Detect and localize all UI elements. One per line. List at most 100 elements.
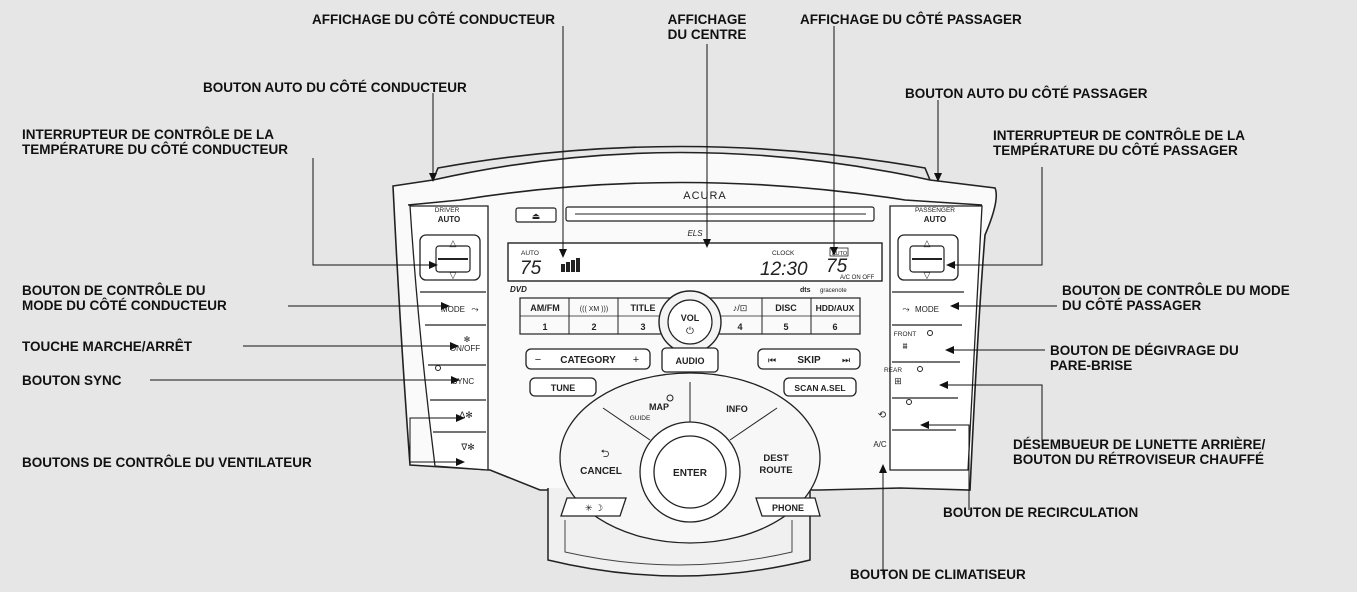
route-label: ROUTE (759, 465, 792, 476)
callout-sync: BOUTON SYNC (22, 373, 122, 388)
callout-arrows (429, 173, 959, 473)
preset-6-button[interactable]: HDD/AUX 6 (816, 303, 855, 332)
svg-text:3: 3 (640, 322, 645, 332)
display-panel: AUTO 75 CLOCK 12:30 AUTO 75 A/C ON OFF (507, 242, 883, 282)
callout-on-off: TOUCHE MARCHE/ARRÊT (22, 339, 193, 354)
svg-text:DISC: DISC (775, 303, 797, 313)
phone-label: PHONE (772, 503, 804, 513)
fan-up-button[interactable]: Δ✻ (459, 410, 473, 420)
passenger-mode-button[interactable]: MODE (915, 305, 939, 314)
eject-button[interactable] (515, 207, 557, 223)
callout-driver-display: AFFICHAGE DU CÔTÉ CONDUCTEUR (312, 12, 555, 27)
scan-label: SCAN A.SEL (794, 383, 845, 393)
phone-button[interactable]: PHONE (755, 497, 821, 517)
callout-driver-mode: BOUTON DE CONTRÔLE DU MODE DU CÔTÉ CONDU… (22, 283, 227, 313)
enter-button[interactable]: ENTER (673, 468, 708, 479)
callout-passenger-mode: BOUTON DE CONTRÔLE DU MODE DU CÔTÉ PASSA… (1062, 283, 1290, 313)
tune-button[interactable] (529, 377, 597, 397)
brightness-button[interactable]: ✳ ☽ (560, 497, 627, 517)
tune-label: TUNE (551, 383, 576, 393)
fan-down-button[interactable]: ∇✻ (460, 442, 475, 452)
brand-logo: ACURA (683, 190, 727, 202)
svg-text:TITLE: TITLE (631, 303, 656, 313)
display-auto-box: AUTO (832, 251, 848, 257)
callout-center-display: AFFICHAGE DU CENTRE (667, 12, 747, 42)
preset-5-button[interactable]: DISC 5 (775, 303, 797, 332)
skip-label: SKIP (797, 355, 821, 366)
display-clock-label: CLOCK (772, 250, 795, 257)
on-off-button[interactable]: ON/OFF (450, 344, 480, 353)
brightness-icon: ✳ ☽ (585, 503, 603, 513)
skip-button[interactable] (757, 348, 861, 370)
dvd-logo: DVD (510, 285, 527, 294)
preset-3-button[interactable]: TITLE 3 (631, 303, 656, 332)
ac-button[interactable]: A/C (873, 440, 887, 449)
driver-auto-button[interactable]: AUTO (438, 215, 461, 224)
svg-text:▽: ▽ (924, 270, 931, 280)
category-plus-icon: + (633, 354, 639, 366)
category-minus-icon: − (535, 354, 541, 366)
guide-button[interactable]: GUIDE (630, 415, 651, 422)
rear-defrost-icon: ⊞ (894, 376, 902, 386)
volume-knob[interactable]: VOL ⏻ (658, 290, 722, 354)
callout-recirc: BOUTON DE RECIRCULATION (943, 505, 1139, 520)
passenger-auto-button[interactable]: AUTO (924, 215, 947, 224)
sync-button[interactable]: SYNC (452, 377, 474, 386)
passenger-label: PASSENGER (915, 207, 955, 214)
callout-ac: BOUTON DE CLIMATISEUR (850, 567, 1026, 582)
dest-button[interactable]: DEST (763, 453, 789, 464)
passenger-mode-icon: ⤳ (902, 304, 909, 314)
callout-lines (150, 26, 1057, 575)
driver-mode-button[interactable]: MODE (441, 305, 465, 314)
front-defrost-button[interactable]: FRONT (894, 331, 916, 338)
info-button[interactable]: INFO (726, 404, 748, 414)
volume-label: VOL (681, 313, 700, 323)
passenger-temp-switch[interactable]: △ ▽ (909, 238, 945, 280)
category-label: CATEGORY (560, 355, 616, 366)
els-logo: ELS (687, 229, 703, 238)
audio-label: AUDIO (676, 356, 705, 366)
callout-fan: BOUTONS DE CONTRÔLE DU VENTILATEUR (22, 455, 312, 470)
front-defrost-icon: ⩩ (903, 341, 908, 351)
callout-passenger-auto: BOUTON AUTO DU CÔTÉ PASSAGER (905, 86, 1148, 101)
callout-rear-defog: DÉSEMBUEUR DE LUNETTE ARRIÈRE/ BOUTON DU… (1013, 437, 1266, 467)
display-clock: 12:30 (760, 259, 808, 280)
cancel-icon: ⮌ (601, 448, 610, 460)
callout-driver-temp: INTERRUPTEUR DE CONTRÔLE DE LA TEMPÉRATU… (22, 127, 288, 157)
scan-button[interactable] (783, 377, 857, 397)
svg-text:△: △ (450, 238, 457, 248)
svg-text:♪/⊡: ♪/⊡ (733, 303, 748, 313)
svg-text:▽: ▽ (450, 270, 457, 280)
cancel-button[interactable]: CANCEL (580, 466, 622, 477)
driver-temp-switch[interactable]: △ ▽ (435, 238, 471, 280)
preset-4-button[interactable]: ♪/⊡ 4 (733, 303, 748, 332)
preset-1-button[interactable]: AM/FM 1 (530, 303, 560, 332)
callout-passenger-temp: INTERRUPTEUR DE CONTRÔLE DE LA TEMPÉRATU… (993, 128, 1246, 158)
driver-mode-icon: ⤳ (471, 304, 478, 314)
callout-passenger-display: AFFICHAGE DU CÔTÉ PASSAGER (800, 12, 1022, 27)
svg-text:((( XM ))): ((( XM ))) (580, 306, 608, 313)
recirculation-button[interactable]: ⟲ (878, 410, 887, 421)
eject-icon: ⏏ (532, 211, 541, 221)
rear-defrost-button[interactable]: REAR (884, 367, 902, 374)
driver-label: DRIVER (435, 207, 460, 214)
fan-icon: ✻ (464, 335, 471, 344)
callout-defrost: BOUTON DE DÉGIVRAGE DU PARE-BRISE (1050, 343, 1239, 373)
audio-button[interactable] (661, 347, 719, 373)
display-ac-on-off: A/C ON OFF (840, 275, 875, 281)
svg-text:AM/FM: AM/FM (530, 303, 560, 313)
callout-driver-auto: BOUTON AUTO DU CÔTÉ CONDUCTEUR (203, 80, 467, 95)
dts-logo: dts (800, 287, 811, 294)
preset-2-button[interactable]: ((( XM ))) 2 (580, 306, 608, 332)
svg-text:△: △ (924, 238, 931, 248)
display-right-temp: 75 (826, 256, 848, 277)
svg-text:HDD/AUX: HDD/AUX (816, 303, 855, 313)
display-left-temp: 75 (520, 258, 542, 279)
gracenote-logo: gracenote (820, 288, 847, 294)
skip-back-icon: ⏮ (768, 355, 776, 365)
display-auto-text: AUTO (521, 250, 539, 257)
map-button[interactable]: MAP (649, 402, 669, 412)
power-icon: ⏻ (686, 326, 694, 337)
category-button[interactable] (525, 348, 651, 370)
